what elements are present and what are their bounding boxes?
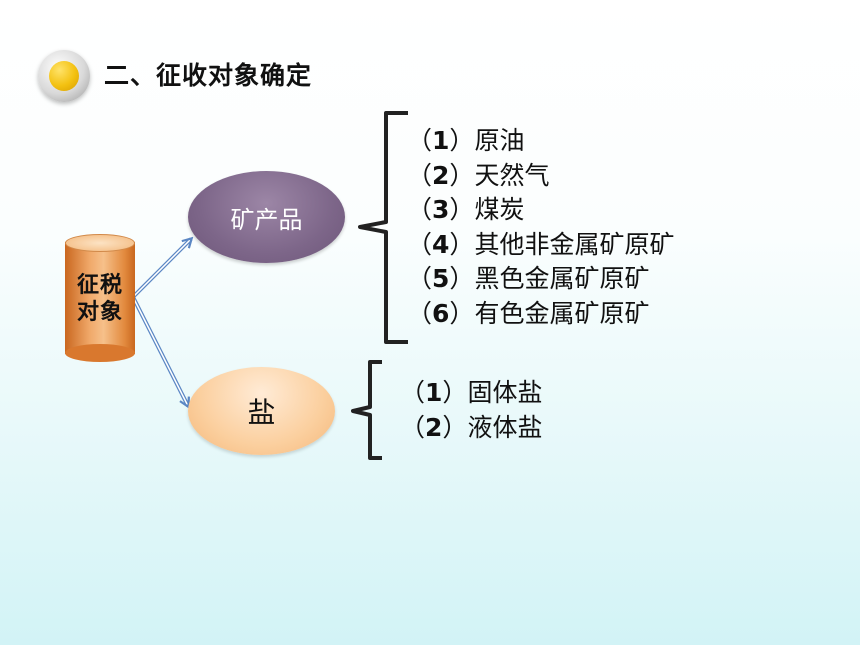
list-item: （4）其他非金属矿原矿 xyxy=(407,229,675,259)
root-label-line1: 征税 xyxy=(76,273,123,298)
list-item: （3）煤炭 xyxy=(407,195,525,224)
list-item: （2）天然气 xyxy=(407,160,550,190)
tax-object-cylinder: 征税 对象 xyxy=(65,234,135,362)
list-item: （2）液体盐 xyxy=(400,412,543,442)
salt-list: （1）固体盐 （2）液体盐 xyxy=(400,376,542,445)
mineral-node-label: 矿产品 xyxy=(230,205,303,234)
list-item: （1）固体盐 xyxy=(400,378,543,407)
bullet-circle-icon xyxy=(38,50,90,102)
brace-mineral xyxy=(358,111,408,344)
list-item: （1）原油 xyxy=(407,126,525,155)
salt-node: 盐 xyxy=(188,367,335,455)
mineral-node: 矿产品 xyxy=(188,171,345,263)
salt-node-label: 盐 xyxy=(247,396,276,429)
arrow-to-salt xyxy=(131,296,188,406)
brace-salt xyxy=(351,360,382,460)
list-item: （5）黑色金属矿原矿 xyxy=(407,264,650,293)
arrow-to-mineral xyxy=(131,239,191,299)
list-item: （6）有色金属矿原矿 xyxy=(407,298,650,328)
root-label-line2: 对象 xyxy=(76,300,123,325)
slide-title: 二、征收对象确定 xyxy=(104,61,313,90)
mineral-list: （1）原油 （2）天然气 （3）煤炭 （4）其他非金属矿原矿 （5）黑色金属矿原… xyxy=(407,124,674,331)
